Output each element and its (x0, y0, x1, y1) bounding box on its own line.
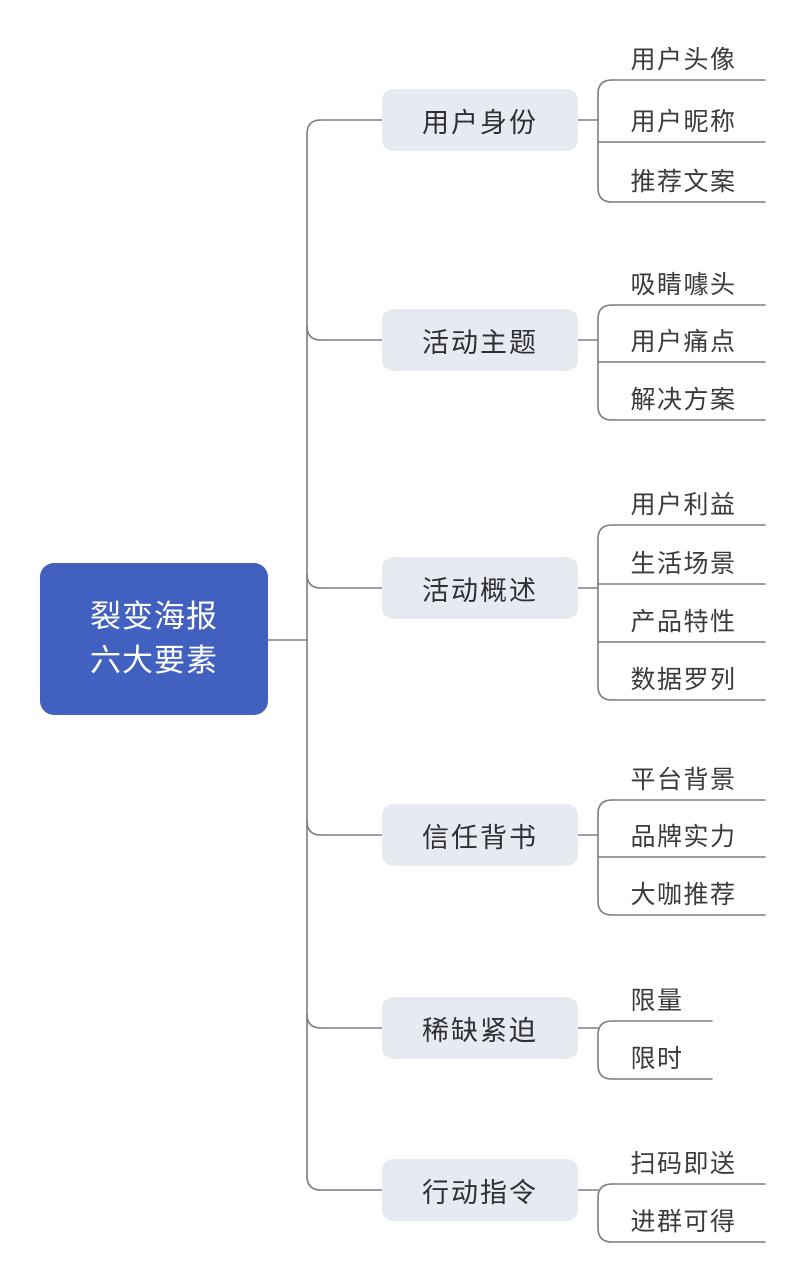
leaf-node[interactable]: 用户利益 (600, 481, 767, 525)
leaf-node[interactable]: 限时 (600, 1035, 714, 1079)
root-node[interactable]: 裂变海报 六大要素 (40, 563, 268, 715)
leaf-node-label: 用户头像 (630, 46, 737, 74)
leaf-node[interactable]: 产品特性 (600, 598, 767, 642)
leaf-node-label: 用户痛点 (630, 328, 737, 356)
branch-node-label: 用户身份 (422, 107, 538, 138)
leaf-node-label: 吸睛噱头 (630, 271, 737, 299)
leaf-node[interactable]: 生活场景 (600, 540, 767, 584)
branch-node-5[interactable]: 稀缺紧迫 (382, 997, 578, 1059)
leaf-node[interactable]: 限量 (600, 977, 714, 1021)
leaf-node[interactable]: 品牌实力 (600, 813, 767, 857)
leaf-node-label: 大咖推荐 (630, 881, 737, 909)
leaf-node-label: 用户昵称 (630, 108, 737, 136)
leaf-node-label: 平台背景 (630, 766, 737, 794)
branch-node-label: 活动概述 (422, 575, 538, 606)
branch-node-1[interactable]: 用户身份 (382, 89, 578, 151)
leaf-node[interactable]: 进群可得 (600, 1198, 767, 1242)
leaf-node-label: 推荐文案 (630, 168, 737, 196)
leaf-node-label: 用户利益 (630, 491, 737, 519)
leaf-node[interactable]: 用户昵称 (600, 98, 767, 142)
leaf-node[interactable]: 吸睛噱头 (600, 261, 767, 305)
branch-node-label: 信任背书 (422, 822, 538, 853)
leaf-node-label: 数据罗列 (630, 666, 737, 694)
leaf-node[interactable]: 扫码即送 (600, 1140, 767, 1184)
leaf-node-label: 产品特性 (630, 608, 737, 636)
branch-node-6[interactable]: 行动指令 (382, 1159, 578, 1221)
leaf-node[interactable]: 推荐文案 (600, 158, 767, 202)
branch-node-4[interactable]: 信任背书 (382, 804, 578, 866)
branch-node-label: 活动主题 (422, 327, 538, 358)
branch-node-2[interactable]: 活动主题 (382, 309, 578, 371)
leaf-node[interactable]: 解决方案 (600, 376, 767, 420)
root-node-label: 裂变海报 六大要素 (90, 598, 218, 678)
leaf-node-label: 限时 (630, 1045, 684, 1073)
leaf-node-label: 进群可得 (630, 1208, 737, 1236)
leaf-node-label: 生活场景 (630, 550, 737, 578)
leaf-node-label: 扫码即送 (630, 1150, 737, 1178)
branch-node-3[interactable]: 活动概述 (382, 557, 578, 619)
branch-node-label: 行动指令 (422, 1177, 538, 1208)
branch-node-label: 稀缺紧迫 (422, 1015, 538, 1046)
leaf-node[interactable]: 数据罗列 (600, 656, 767, 700)
leaf-node-label: 限量 (630, 987, 684, 1015)
leaf-node-label: 解决方案 (630, 386, 737, 414)
leaf-node[interactable]: 用户痛点 (600, 318, 767, 362)
leaf-node[interactable]: 用户头像 (600, 36, 767, 80)
leaf-node-label: 品牌实力 (630, 823, 737, 851)
leaf-node[interactable]: 平台背景 (600, 756, 767, 800)
leaf-node[interactable]: 大咖推荐 (600, 871, 767, 915)
